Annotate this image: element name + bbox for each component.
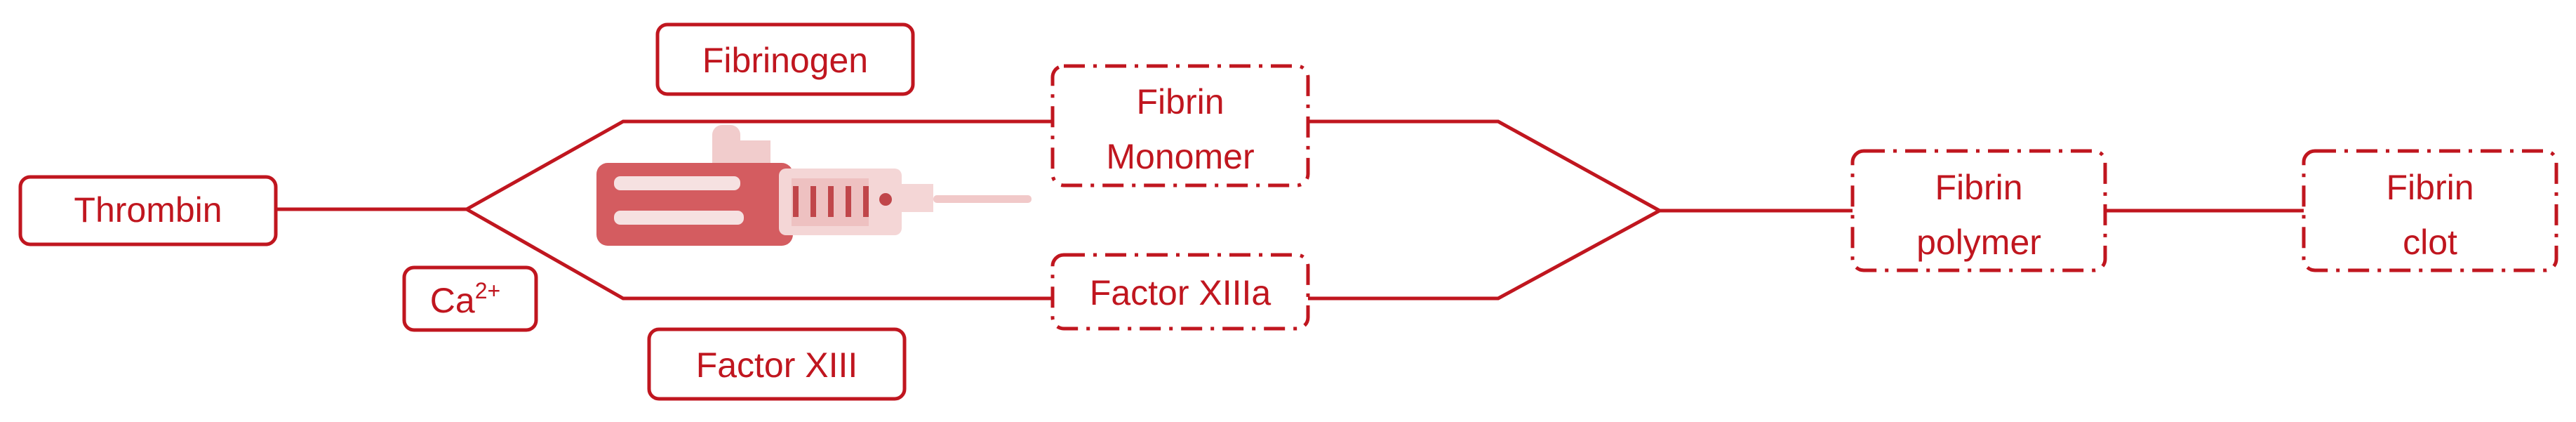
calcium-label: Ca2+ (430, 278, 500, 320)
node-fibrinogen: Fibrinogen (655, 22, 915, 96)
upper-branch-line (465, 119, 1053, 211)
lower-branch-line (465, 207, 1053, 301)
node-factor-xiiia: Factor XIIIa (1050, 253, 1310, 331)
xiiia-to-merge-line (1308, 209, 1661, 301)
fibrin-monomer-label-line1: Fibrin (1136, 82, 1224, 121)
node-fibrin-polymer: Fibrin polymer (1850, 149, 2107, 272)
factor-xiiia-label: Factor XIIIa (1090, 273, 1272, 312)
fibrin-polymer-label-line1: Fibrin (1935, 168, 2022, 207)
node-thrombin: Thrombin (18, 175, 278, 246)
fibrin-polymer-label-line2: polymer (1916, 223, 2041, 262)
node-calcium: Ca2+ (402, 265, 538, 332)
thrombin-label: Thrombin (74, 190, 222, 230)
node-fibrin-clot: Fibrin clot (2302, 149, 2558, 272)
node-factor-xiii: Factor XIII (647, 327, 907, 401)
fibrin-clot-label-line2: clot (2403, 223, 2457, 262)
fibrinogen-label: Fibrinogen (702, 41, 868, 80)
factor-xiii-label: Factor XIII (696, 345, 858, 385)
fibrin-clot-label-line1: Fibrin (2386, 168, 2474, 207)
fibrin-monomer-label-line2: Monomer (1106, 137, 1254, 176)
monomer-to-merge-line (1308, 119, 1661, 213)
connectors (276, 119, 2304, 301)
node-fibrin-monomer: Fibrin Monomer (1050, 64, 1310, 187)
syringe-image (596, 125, 1032, 246)
